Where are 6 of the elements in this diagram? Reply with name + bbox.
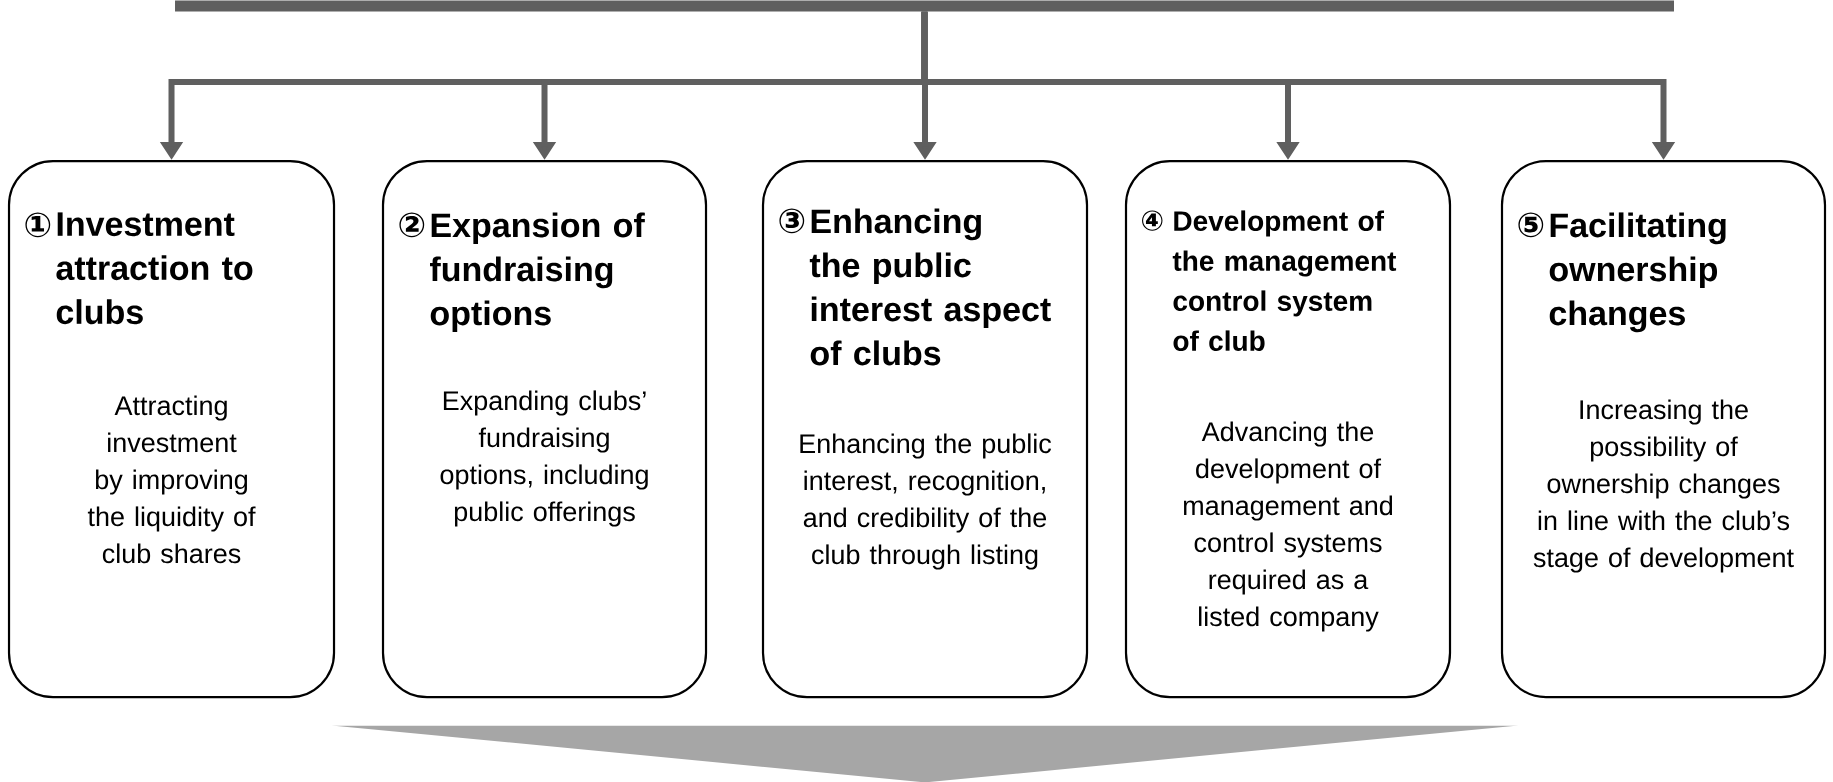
card-box: ① Investment attraction to clubs Attracting investment by improving the liquidity of club shares bbox=[7, 160, 336, 699]
card-box: ③ Enhancing the public interest aspect of clubs Enhancing the public interest, recognition, and credibility of the club through listing bbox=[761, 160, 1089, 699]
top-bar bbox=[175, 0, 1674, 12]
card-box: ④ Development of the management control system of club Advancing the development of management and control systems required as a listed company bbox=[1124, 160, 1452, 699]
card-box: ② Expansion of fundraising options Expanding clubs’ fundraising options, including public offerings bbox=[381, 160, 708, 699]
card-box: ⑤ Facilitating ownership changes Increasing the possibility of ownership changes in line with the club’s stage of development bbox=[1500, 160, 1827, 699]
